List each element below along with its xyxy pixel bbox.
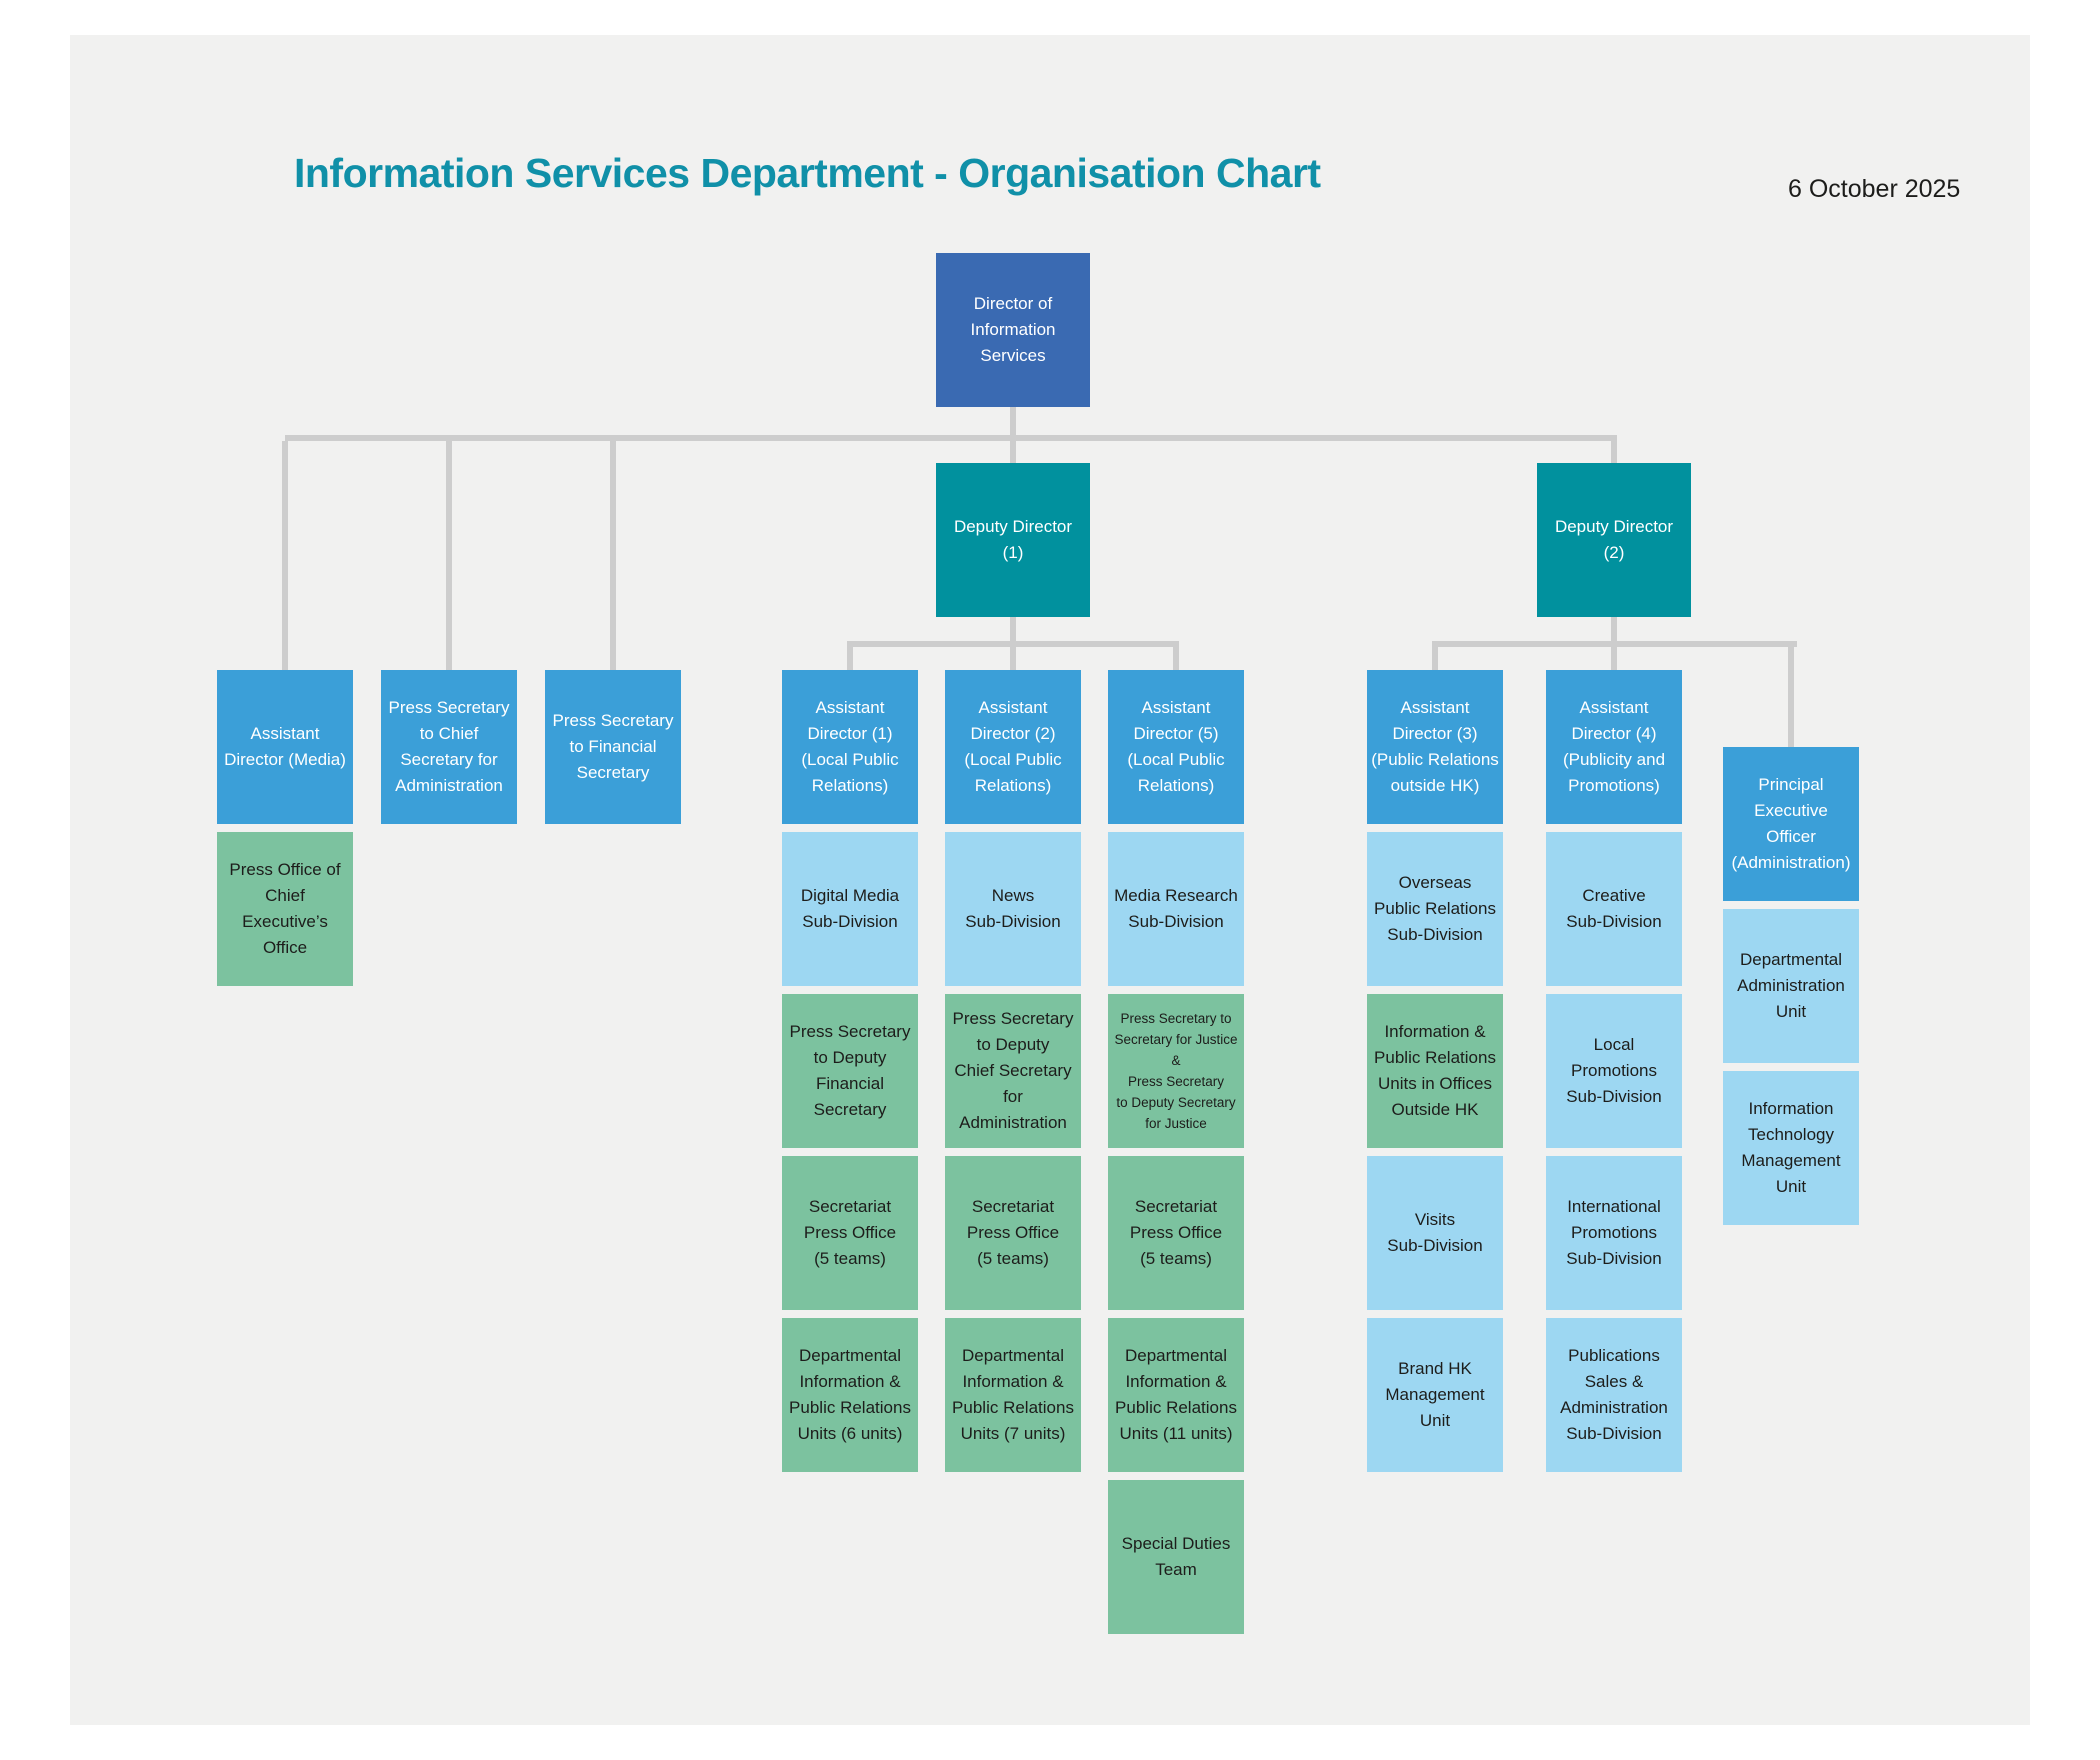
org-box-label: Overseas Public Relations Sub-Division [1374, 873, 1496, 944]
org-box-dd1: Deputy Director (1) [936, 463, 1090, 617]
org-box-label: Assistant Director (3) (Public Relations… [1371, 698, 1499, 795]
org-box-psDfs: Press Secretary to Deputy Financial Secr… [782, 994, 918, 1148]
org-box-label: Secretariat Press Office (5 teams) [1129, 1197, 1223, 1268]
chart-connector-line [847, 641, 1179, 647]
org-box-ad3: Assistant Director (3) (Public Relations… [1367, 670, 1503, 824]
org-box-creative: Creative Sub-Division [1546, 832, 1682, 986]
org-box-label: Departmental Information & Public Relati… [952, 1346, 1074, 1443]
org-box-label: Information & Public Relations Units in … [1374, 1022, 1496, 1119]
org-box-dipru11: Departmental Information & Public Relati… [1108, 1318, 1244, 1472]
org-box-label: Press Secretary to Financial Secretary [552, 711, 674, 782]
org-box-spo2: Secretariat Press Office (5 teams) [945, 1156, 1081, 1310]
chart-connector-line [1010, 407, 1016, 441]
org-box-label: Deputy Director (2) [1554, 517, 1674, 562]
org-box-label: Assistant Director (Media) [224, 724, 346, 769]
org-box-peo: Principal Executive Officer (Administrat… [1723, 747, 1859, 901]
org-box-localProm: Local Promotions Sub-Division [1546, 994, 1682, 1148]
org-box-label: Secretariat Press Office (5 teams) [803, 1197, 897, 1268]
org-box-label: Departmental Information & Public Relati… [1115, 1346, 1237, 1443]
org-box-label: Assistant Director (5) (Local Public Rel… [1127, 698, 1225, 795]
chart-panel: Information Services Department - Organi… [70, 35, 2030, 1725]
org-box-dipru6: Departmental Information & Public Relati… [782, 1318, 918, 1472]
org-box-director: Director of Information Services [936, 253, 1090, 407]
org-box-label: Information Technology Management Unit [1741, 1099, 1841, 1196]
org-box-label: Publications Sales & Administration Sub-… [1560, 1346, 1668, 1443]
org-box-spo1: Secretariat Press Office (5 teams) [782, 1156, 918, 1310]
org-box-overseas: Overseas Public Relations Sub-Division [1367, 832, 1503, 986]
org-box-label: International Promotions Sub-Division [1566, 1197, 1662, 1268]
org-box-ipruOutside: Information & Public Relations Units in … [1367, 994, 1503, 1148]
org-box-visits: Visits Sub-Division [1367, 1156, 1503, 1310]
chart-connector-line [282, 441, 288, 670]
chart-connector-line [1611, 441, 1617, 463]
org-box-label: News Sub-Division [965, 886, 1061, 931]
org-box-ad4: Assistant Director (4) (Publicity and Pr… [1546, 670, 1682, 824]
org-box-label: Principal Executive Officer (Administrat… [1731, 775, 1851, 872]
chart-connector-line [610, 441, 616, 670]
org-box-label: Media Research Sub-Division [1114, 886, 1238, 931]
org-box-label: Deputy Director (1) [953, 517, 1073, 562]
org-box-dau: Departmental Administration Unit [1723, 909, 1859, 1063]
org-box-label: Visits Sub-Division [1387, 1210, 1483, 1255]
chart-date: 6 October 2025 [1788, 175, 1961, 203]
org-box-label: Assistant Director (1) (Local Public Rel… [801, 698, 899, 795]
chart-connector-line [847, 641, 853, 670]
org-box-digitalMedia: Digital Media Sub-Division [782, 832, 918, 986]
org-box-label: Local Promotions Sub-Division [1566, 1035, 1662, 1106]
org-box-label: Creative Sub-Division [1566, 886, 1662, 931]
org-box-news: News Sub-Division [945, 832, 1081, 986]
org-box-label: Special Duties Team [1121, 1534, 1231, 1579]
org-box-ceoPressOffice: Press Office of Chief Executive’s Office [217, 832, 353, 986]
chart-connector-line [1432, 641, 1797, 647]
org-box-label: Press Office of Chief Executive’s Office [229, 860, 341, 957]
org-box-label: Departmental Administration Unit [1737, 950, 1845, 1021]
org-box-intlProm: International Promotions Sub-Division [1546, 1156, 1682, 1310]
org-box-psFs: Press Secretary to Financial Secretary [545, 670, 681, 824]
org-box-label: Director of Information Services [970, 294, 1056, 365]
org-box-psDcsa: Press Secretary to Deputy Chief Secretar… [945, 994, 1081, 1148]
chart-connector-line [285, 435, 1617, 441]
org-box-dipru7: Departmental Information & Public Relati… [945, 1318, 1081, 1472]
org-box-ad2: Assistant Director (2) (Local Public Rel… [945, 670, 1081, 824]
org-box-ad5: Assistant Director (5) (Local Public Rel… [1108, 670, 1244, 824]
org-box-spo3: Secretariat Press Office (5 teams) [1108, 1156, 1244, 1310]
org-box-label: Departmental Information & Public Relati… [789, 1346, 911, 1443]
org-box-brandHk: Brand HK Management Unit [1367, 1318, 1503, 1472]
chart-connector-line [1432, 641, 1438, 670]
org-box-dd2: Deputy Director (2) [1537, 463, 1691, 617]
org-box-label: Brand HK Management Unit [1385, 1359, 1485, 1430]
org-box-label: Secretariat Press Office (5 teams) [966, 1197, 1060, 1268]
org-box-sdt: Special Duties Team [1108, 1480, 1244, 1634]
org-box-mediaResearch: Media Research Sub-Division [1108, 832, 1244, 986]
org-box-pubsSales: Publications Sales & Administration Sub-… [1546, 1318, 1682, 1472]
org-box-label: Press Secretary to Secretary for Justice… [1114, 1011, 1238, 1131]
org-box-label: Assistant Director (4) (Publicity and Pr… [1562, 698, 1666, 795]
chart-connector-line [1010, 441, 1016, 463]
org-box-label: Digital Media Sub-Division [800, 886, 900, 931]
org-box-psJustice: Press Secretary to Secretary for Justice… [1108, 994, 1244, 1148]
chart-connector-line [1788, 641, 1794, 747]
org-box-psCsa: Press Secretary to Chief Secretary for A… [381, 670, 517, 824]
chart-connector-line [1173, 641, 1179, 670]
page-title: Information Services Department - Organi… [294, 150, 1321, 196]
org-box-ad1: Assistant Director (1) (Local Public Rel… [782, 670, 918, 824]
org-box-label: Assistant Director (2) (Local Public Rel… [964, 698, 1062, 795]
org-box-label: Press Secretary to Chief Secretary for A… [388, 698, 510, 795]
chart-connector-line [446, 441, 452, 670]
org-box-adMedia: Assistant Director (Media) [217, 670, 353, 824]
org-box-itmu: Information Technology Management Unit [1723, 1071, 1859, 1225]
org-box-label: Press Secretary to Deputy Chief Secretar… [952, 1009, 1074, 1132]
org-box-label: Press Secretary to Deputy Financial Secr… [789, 1022, 911, 1119]
